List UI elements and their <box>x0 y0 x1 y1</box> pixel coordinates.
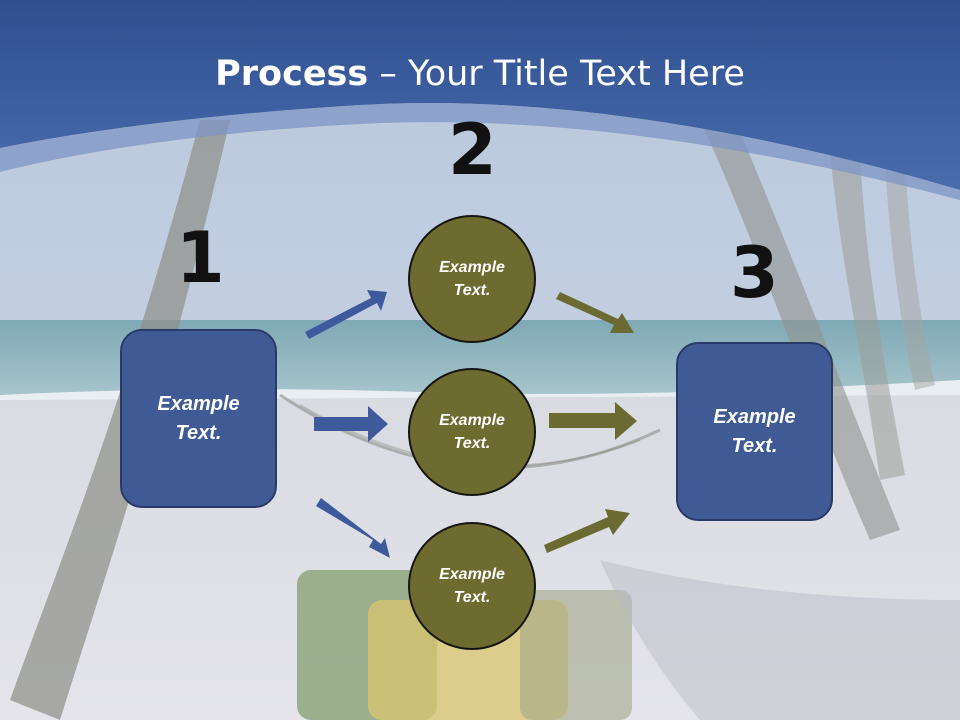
title-bold: Process <box>215 54 369 94</box>
step-1-box-text: Example Text. <box>157 392 240 444</box>
circle-bottom[interactable]: Example Text. <box>408 522 536 650</box>
circle-middle[interactable]: Example Text. <box>408 368 536 496</box>
arrow-bottom-to-3 <box>544 509 630 553</box>
step-number-1: 1 <box>176 217 225 299</box>
arrow-top-to-3 <box>556 292 634 333</box>
arrow-1-to-top <box>305 290 387 339</box>
circle-top[interactable]: Example Text. <box>408 215 536 343</box>
title-rest: – Your Title Text Here <box>368 54 745 94</box>
arrow-middle-to-3 <box>549 402 637 440</box>
circle-bottom-text: Example Text. <box>439 566 505 606</box>
circle-middle-text: Example Text. <box>439 412 505 452</box>
arrow-1-to-bottom <box>316 498 390 558</box>
step-number-3: 3 <box>730 232 779 314</box>
circle-top-text: Example Text. <box>439 259 505 299</box>
step-3-box[interactable]: Example Text. <box>676 342 833 521</box>
slide-title: Process – Your Title Text Here <box>0 50 960 98</box>
step-3-box-text: Example Text. <box>713 405 796 457</box>
step-1-box[interactable]: Example Text. <box>120 329 277 508</box>
arrow-1-to-middle <box>314 406 388 442</box>
step-number-2: 2 <box>448 109 497 191</box>
